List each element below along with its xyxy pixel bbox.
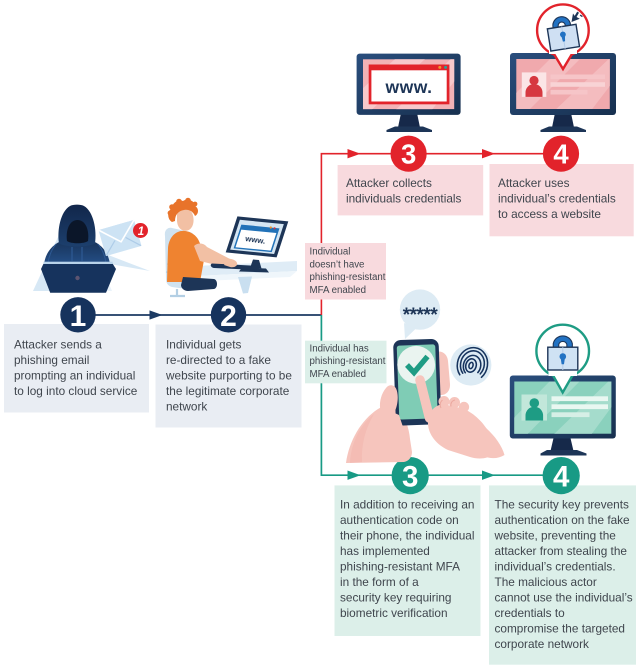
svg-text:3: 3 (401, 139, 416, 170)
svg-text:www.: www. (244, 234, 266, 246)
svg-text:1: 1 (138, 226, 144, 238)
svg-text:3: 3 (402, 460, 418, 493)
svg-text:www.: www. (384, 77, 432, 97)
svg-text:*****: ***** (403, 305, 439, 326)
svg-text:4: 4 (553, 139, 569, 170)
svg-text:In addition to receiving an: In addition to receiving an authenticati… (340, 497, 478, 620)
svg-text:2: 2 (220, 300, 237, 333)
svg-text:1: 1 (70, 300, 87, 333)
svg-text:4: 4 (553, 460, 570, 493)
